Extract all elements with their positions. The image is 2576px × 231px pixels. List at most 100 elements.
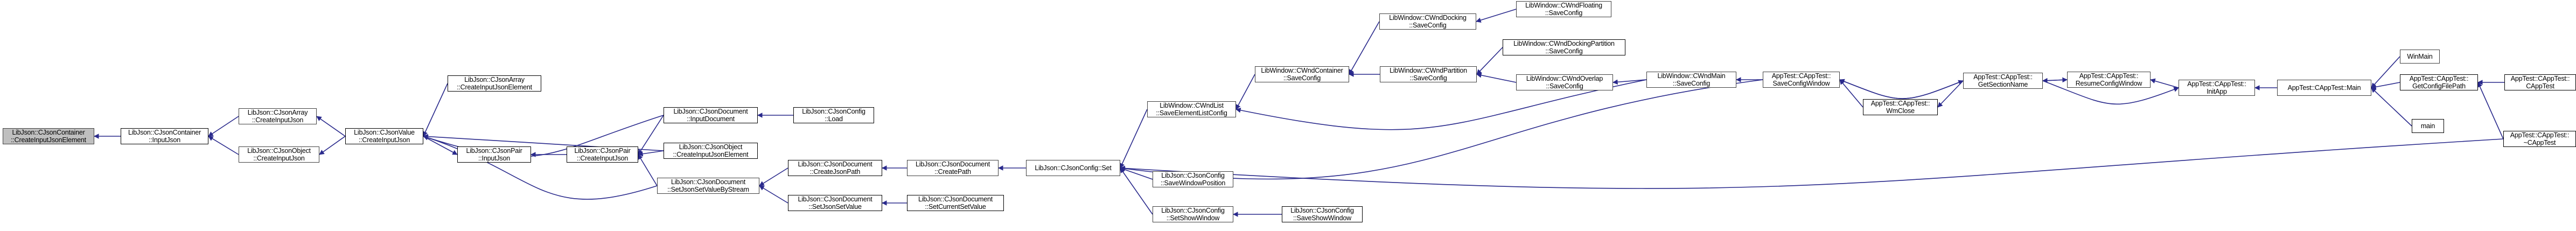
graph-node[interactable]: LibWindow::CWndDockingPartition ::SaveCo… xyxy=(1503,39,1625,55)
graph-node-label: LibWindow::CWndOverlap ::SaveConfig xyxy=(1526,75,1603,90)
graph-edge xyxy=(1120,167,1153,180)
graph-edge xyxy=(1937,80,1964,108)
graph-node[interactable]: LibJson::CJsonDocument ::SetCurrentSetVa… xyxy=(907,195,1004,211)
graph-node[interactable]: AppTest::CAppTest:: SaveConfigWindow xyxy=(1763,72,1840,88)
graph-node[interactable]: LibJson::CJsonConfig::Set xyxy=(1026,160,1120,176)
graph-edge xyxy=(1839,79,1863,108)
graph-node-label: LibJson::CJsonValue ::CreateInputJson xyxy=(354,129,415,144)
graph-edge xyxy=(1476,73,1517,83)
graph-node[interactable]: AppTest::CAppTest::Main xyxy=(2277,80,2371,96)
graph-node-label: LibJson::CJsonContainer ::CreateInputJso… xyxy=(11,129,86,144)
graph-node-label: LibJson::CJsonArray ::CreateInputJsonEle… xyxy=(457,76,532,91)
graph-node-label: LibWindow::CWndList ::SaveElementListCon… xyxy=(1156,102,1227,117)
graph-edge xyxy=(2042,78,2068,83)
graph-node[interactable]: LibJson::CJsonValue ::CreateInputJson xyxy=(345,128,423,144)
graph-node[interactable]: LibJson::CJsonPair ::CreateInputJson xyxy=(567,146,638,163)
graph-node[interactable]: AppTest::CAppTest:: GetConfigFilePath xyxy=(2400,74,2478,90)
graph-node-label: AppTest::CAppTest:: GetConfigFilePath xyxy=(2409,75,2469,90)
graph-node-label: LibJson::CJsonConfig ::Load xyxy=(802,108,865,123)
graph-node[interactable]: main xyxy=(2412,119,2444,133)
graph-node-label: LibJson::CJsonConfig ::SaveShowWindow xyxy=(1290,207,1354,222)
graph-node-label: LibJson::CJsonDocument ::CreateJsonPath xyxy=(798,160,872,176)
graph-edge xyxy=(638,154,658,186)
graph-node[interactable]: LibJson::CJsonContainer ::InputJson xyxy=(121,128,208,144)
graph-node[interactable]: AppTest::CAppTest:: ~CAppTest xyxy=(2503,131,2576,147)
graph-node[interactable]: LibWindow::CWndMain ::SaveConfig xyxy=(1646,72,1736,88)
graph-node-label: LibJson::CJsonObject ::CreateInputJson xyxy=(247,147,311,162)
graph-node[interactable]: LibJson::CJsonArray ::CreateInputJsonEle… xyxy=(448,75,541,92)
graph-node[interactable]: LibJson::CJsonConfig ::Load xyxy=(793,107,874,123)
graph-node[interactable]: LibWindow::CWndFloating ::SaveConfig xyxy=(1516,1,1611,17)
graph-node[interactable]: LibJson::CJsonContainer ::CreateInputJso… xyxy=(3,128,94,144)
graph-node[interactable]: LibJson::CJsonConfig ::SaveShowWindow xyxy=(1282,206,1363,222)
graph-node[interactable]: LibJson::CJsonPair ::InputJson xyxy=(457,146,531,163)
graph-node[interactable]: LibWindow::CWndOverlap ::SaveConfig xyxy=(1516,74,1613,90)
graph-edge xyxy=(2477,82,2504,139)
graph-node-label: LibJson::CJsonDocument ::InputDocument xyxy=(673,108,748,123)
graph-node[interactable]: AppTest::CAppTest:: WmClose xyxy=(1863,99,1938,115)
graph-edge xyxy=(2371,56,2400,88)
graph-node-label: AppTest::CAppTest::Main xyxy=(2287,84,2361,92)
graph-edge xyxy=(759,167,788,186)
graph-edge xyxy=(1612,79,1647,85)
graph-node[interactable]: LibWindow::CWndDocking ::SaveConfig xyxy=(1379,13,1476,30)
graph-node-label: LibJson::CJsonConfig ::SaveWindowPositio… xyxy=(1160,172,1226,187)
graph-node-label: LibWindow::CWndContainer ::SaveConfig xyxy=(1261,67,1343,82)
graph-node-label: LibJson::CJsonDocument ::CreatePath xyxy=(915,160,990,176)
graph-edge xyxy=(1120,79,1763,180)
graph-node-label: LibJson::CJsonConfig ::SetShowWindow xyxy=(1161,207,1225,222)
graph-node[interactable]: AppTest::CAppTest:: InitApp xyxy=(2179,80,2255,96)
graph-node-label: LibWindow::CWndPartition ::SaveConfig xyxy=(1390,67,1467,82)
graph-node[interactable]: LibJson::CJsonConfig ::SetShowWindow xyxy=(1153,206,1233,222)
graph-node-label: LibWindow::CWndFloating ::SaveConfig xyxy=(1525,2,1602,17)
graph-node-label: LibWindow::CWndMain ::SaveConfig xyxy=(1657,72,1726,87)
graph-edge xyxy=(759,185,788,204)
graph-node[interactable]: LibJson::CJsonObject ::CreateInputJsonEl… xyxy=(664,143,758,159)
graph-edge xyxy=(423,83,448,137)
graph-node-label: AppTest::CAppTest:: ~CAppTest xyxy=(2510,131,2570,146)
graph-node[interactable]: AppTest::CAppTest:: CAppTest xyxy=(2504,74,2576,90)
graph-edge xyxy=(1235,74,1255,110)
graph-node-label: LibJson::CJsonObject ::CreateInputJsonEl… xyxy=(673,143,749,158)
graph-node[interactable]: LibWindow::CWndContainer ::SaveConfig xyxy=(1255,66,1349,82)
graph-edge xyxy=(1120,167,1153,215)
graph-node-label: AppTest::CAppTest:: GetSectionName xyxy=(1973,73,2033,88)
graph-edge xyxy=(316,116,346,137)
graph-edge xyxy=(638,115,664,155)
graph-edge xyxy=(1349,21,1380,75)
graph-node-label: LibJson::CJsonDocument ::SetJsonSetValue… xyxy=(667,178,749,193)
graph-node[interactable]: LibJson::CJsonArray ::CreateInputJson xyxy=(239,108,317,124)
graph-node[interactable]: AppTest::CAppTest:: ResumeConfigWindow xyxy=(2067,72,2151,88)
graph-node[interactable]: LibJson::CJsonDocument ::InputDocument xyxy=(664,107,758,123)
graph-node[interactable]: LibJson::CJsonDocument ::CreateJsonPath xyxy=(788,160,882,176)
graph-node[interactable]: LibJson::CJsonDocument ::CreatePath xyxy=(907,160,999,176)
graph-node[interactable]: LibJson::CJsonObject ::CreateInputJson xyxy=(239,146,319,163)
graph-node-label: AppTest::CAppTest:: SaveConfigWindow xyxy=(1771,72,1831,87)
graph-node-label: LibJson::CJsonDocument ::SetCurrentSetVa… xyxy=(918,195,993,211)
graph-node-label: LibJson::CJsonArray ::CreateInputJson xyxy=(247,109,308,124)
graph-node-label: LibWindow::CWndDocking ::SaveConfig xyxy=(1389,14,1467,29)
graph-node[interactable]: LibJson::CJsonDocument ::SetJsonSetValue… xyxy=(657,178,759,194)
graph-node[interactable]: LibJson::CJsonDocument ::SetJsonSetValue xyxy=(788,195,882,211)
graph-edge xyxy=(423,136,458,155)
graph-node-label: main xyxy=(2420,122,2435,130)
graph-node-label: AppTest::CAppTest:: InitApp xyxy=(2187,80,2246,95)
graph-node[interactable]: LibWindow::CWndList ::SaveElementListCon… xyxy=(1147,101,1236,117)
graph-edge xyxy=(208,116,239,137)
graph-edge xyxy=(2371,82,2400,90)
graph-node-label: LibJson::CJsonContainer ::InputJson xyxy=(128,129,201,144)
graph-node[interactable]: LibJson::CJsonConfig ::SaveWindowPositio… xyxy=(1153,171,1233,187)
graph-node[interactable]: AppTest::CAppTest:: GetSectionName xyxy=(1963,73,2043,89)
graph-node-label: AppTest::CAppTest:: WmClose xyxy=(1870,100,1930,115)
graph-node-label: LibJson::CJsonPair ::InputJson xyxy=(466,147,522,162)
graph-node[interactable]: WinMain xyxy=(2400,50,2440,64)
graph-edge xyxy=(319,136,346,155)
graph-edge xyxy=(1120,138,2504,189)
graph-edge xyxy=(2371,87,2412,127)
graph-edge xyxy=(2042,77,2068,83)
graph-node-label: AppTest::CAppTest:: CAppTest xyxy=(2510,75,2570,90)
graph-node[interactable]: LibWindow::CWndPartition ::SaveConfig xyxy=(1380,66,1477,82)
graph-edge xyxy=(1839,79,1964,99)
